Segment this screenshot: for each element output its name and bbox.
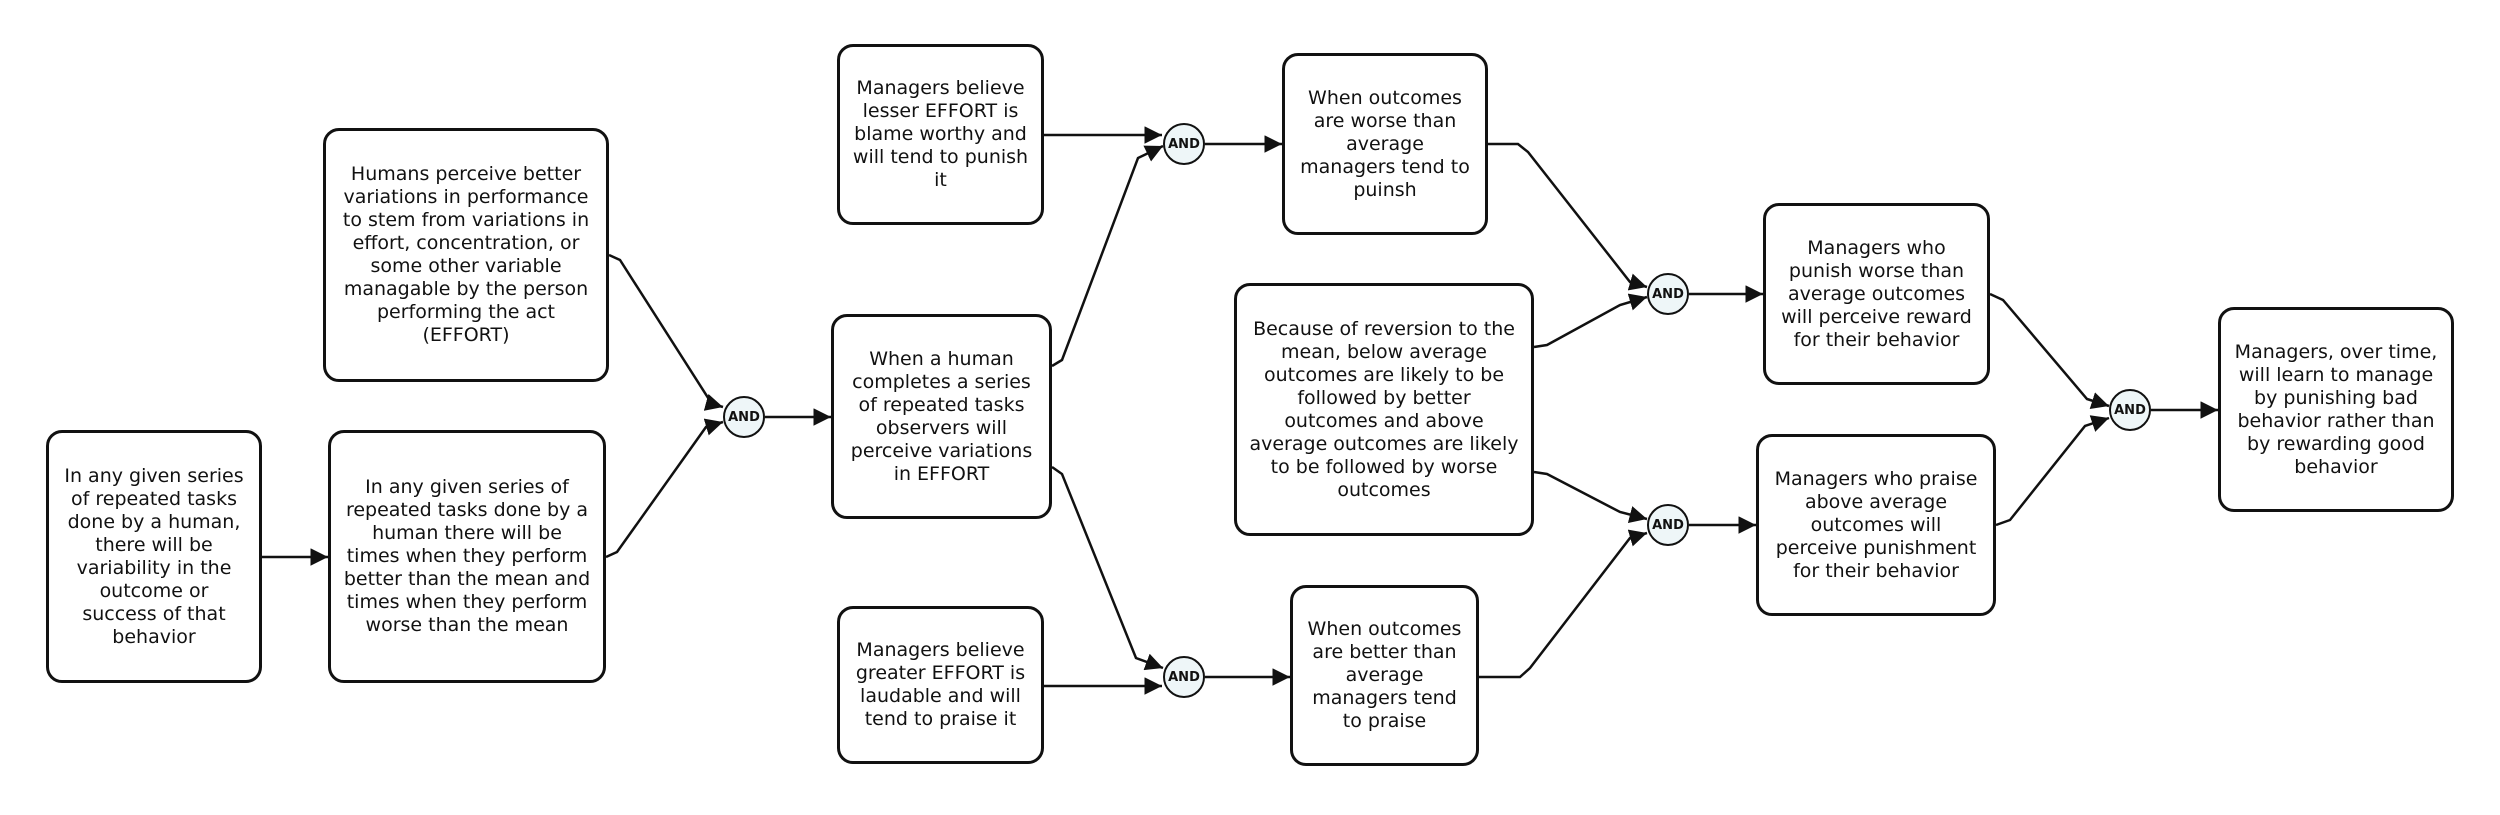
node-better-worse-than-mean[interactable]: In any given series of repeated tasks do… bbox=[328, 430, 606, 683]
node-worse-outcomes-punish[interactable]: When outcomes are worse than average man… bbox=[1282, 53, 1488, 235]
node-punish-lesser-effort[interactable]: Managers believe lesser EFFORT is blame … bbox=[837, 44, 1044, 225]
node-observers-perceive-effort[interactable]: When a human completes a series of repea… bbox=[831, 314, 1052, 519]
edge-n4-and3 bbox=[1051, 465, 1164, 671]
and-gate-4: AND bbox=[1647, 273, 1689, 315]
edge-n9-and4 bbox=[1533, 293, 1648, 349]
edge-n2-and1 bbox=[608, 253, 724, 411]
edge-n4-and2 bbox=[1051, 144, 1164, 368]
and-gate-3: AND bbox=[1163, 656, 1205, 698]
edge-n10-and6 bbox=[1989, 292, 2110, 410]
node-praise-greater-effort[interactable]: Managers believe greater EFFORT is lauda… bbox=[837, 606, 1044, 764]
edge-n3-and1 bbox=[605, 418, 724, 559]
node-punishers-perceive-reward[interactable]: Managers who punish worse than average o… bbox=[1763, 203, 1990, 385]
node-variability-in-outcome[interactable]: In any given series of repeated tasks do… bbox=[46, 430, 262, 683]
edge-n8-and5 bbox=[1479, 529, 1648, 679]
node-learn-to-punish[interactable]: Managers, over time, will learn to manag… bbox=[2218, 307, 2454, 512]
node-praisers-perceive-punishment[interactable]: Managers who praise above average outcom… bbox=[1756, 434, 1996, 616]
edge-n11-and6 bbox=[1995, 415, 2110, 527]
edge-n9-and5 bbox=[1533, 470, 1648, 524]
and-gate-5: AND bbox=[1647, 504, 1689, 546]
and-gate-2: AND bbox=[1163, 123, 1205, 165]
node-better-outcomes-praise[interactable]: When outcomes are better than average ma… bbox=[1290, 585, 1479, 766]
and-gate-6: AND bbox=[2109, 389, 2151, 431]
node-perceive-effort[interactable]: Humans perceive better variations in per… bbox=[323, 128, 609, 382]
edge-n7-and4 bbox=[1488, 142, 1648, 291]
node-reversion-to-mean[interactable]: Because of reversion to the mean, below … bbox=[1234, 283, 1534, 536]
and-gate-1: AND bbox=[723, 396, 765, 438]
